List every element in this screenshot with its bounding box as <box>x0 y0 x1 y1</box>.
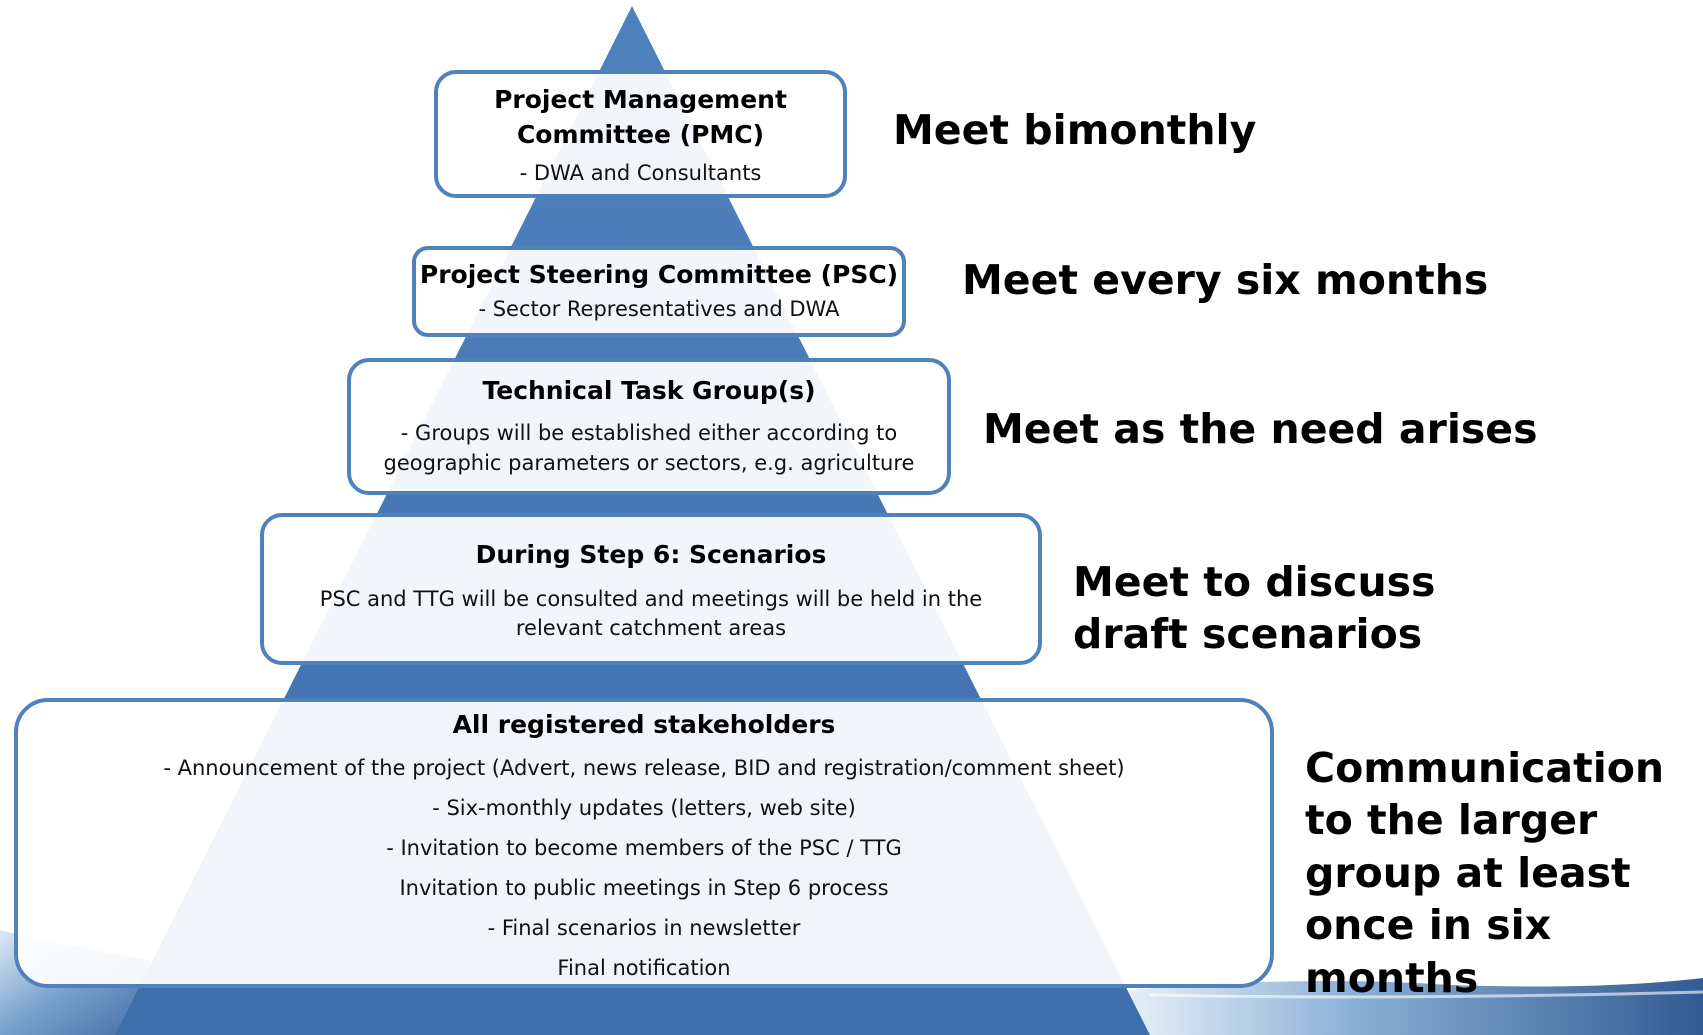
stakeholders-item: - Final scenarios in newsletter <box>487 916 801 940</box>
stakeholders-item: Invitation to public meetings in Step 6 … <box>399 876 889 900</box>
stakeholders-box: All registered stakeholders - Announceme… <box>14 698 1274 988</box>
psc-member-line: - Sector Representatives and DWA <box>478 297 840 321</box>
note-ttg-frequency: Meet as the need arises <box>983 405 1538 453</box>
scenarios-title: During Step 6: Scenarios <box>475 540 827 569</box>
ttg-description: - Groups will be established either acco… <box>383 421 915 475</box>
scenarios-box: During Step 6: Scenarios PSC and TTG wil… <box>260 513 1042 665</box>
note-scenarios-frequency: Meet to discuss draft scenarios <box>1073 558 1436 659</box>
stakeholders-item: - Six-monthly updates (letters, web site… <box>432 796 856 820</box>
psc-title: Project Steering Committee (PSC) <box>419 260 899 289</box>
note-psc-frequency: Meet every six months <box>962 256 1489 304</box>
pmc-box: Project Management Committee (PMC) - DWA… <box>434 70 847 198</box>
scenarios-description: PSC and TTG will be consulted and meetin… <box>319 587 983 640</box>
note-pmc-frequency: Meet bimonthly <box>893 106 1257 154</box>
ttg-box: Technical Task Group(s) - Groups will be… <box>347 358 951 495</box>
note-stakeholders-frequency: Communication to the larger group at lea… <box>1305 744 1665 1002</box>
stakeholders-item: - Announcement of the project (Advert, n… <box>163 756 1125 780</box>
stakeholders-item: - Invitation to become members of the PS… <box>386 836 902 860</box>
ttg-title: Technical Task Group(s) <box>482 376 816 405</box>
pmc-member-line: - DWA and Consultants <box>519 161 762 185</box>
stakeholders-item: Final notification <box>557 956 731 980</box>
stakeholders-title: All registered stakeholders <box>452 710 836 739</box>
water-splash-right <box>1120 978 1703 1035</box>
pmc-title: Project Management Committee (PMC) <box>494 85 787 149</box>
psc-box: Project Steering Committee (PSC) - Secto… <box>412 246 906 337</box>
